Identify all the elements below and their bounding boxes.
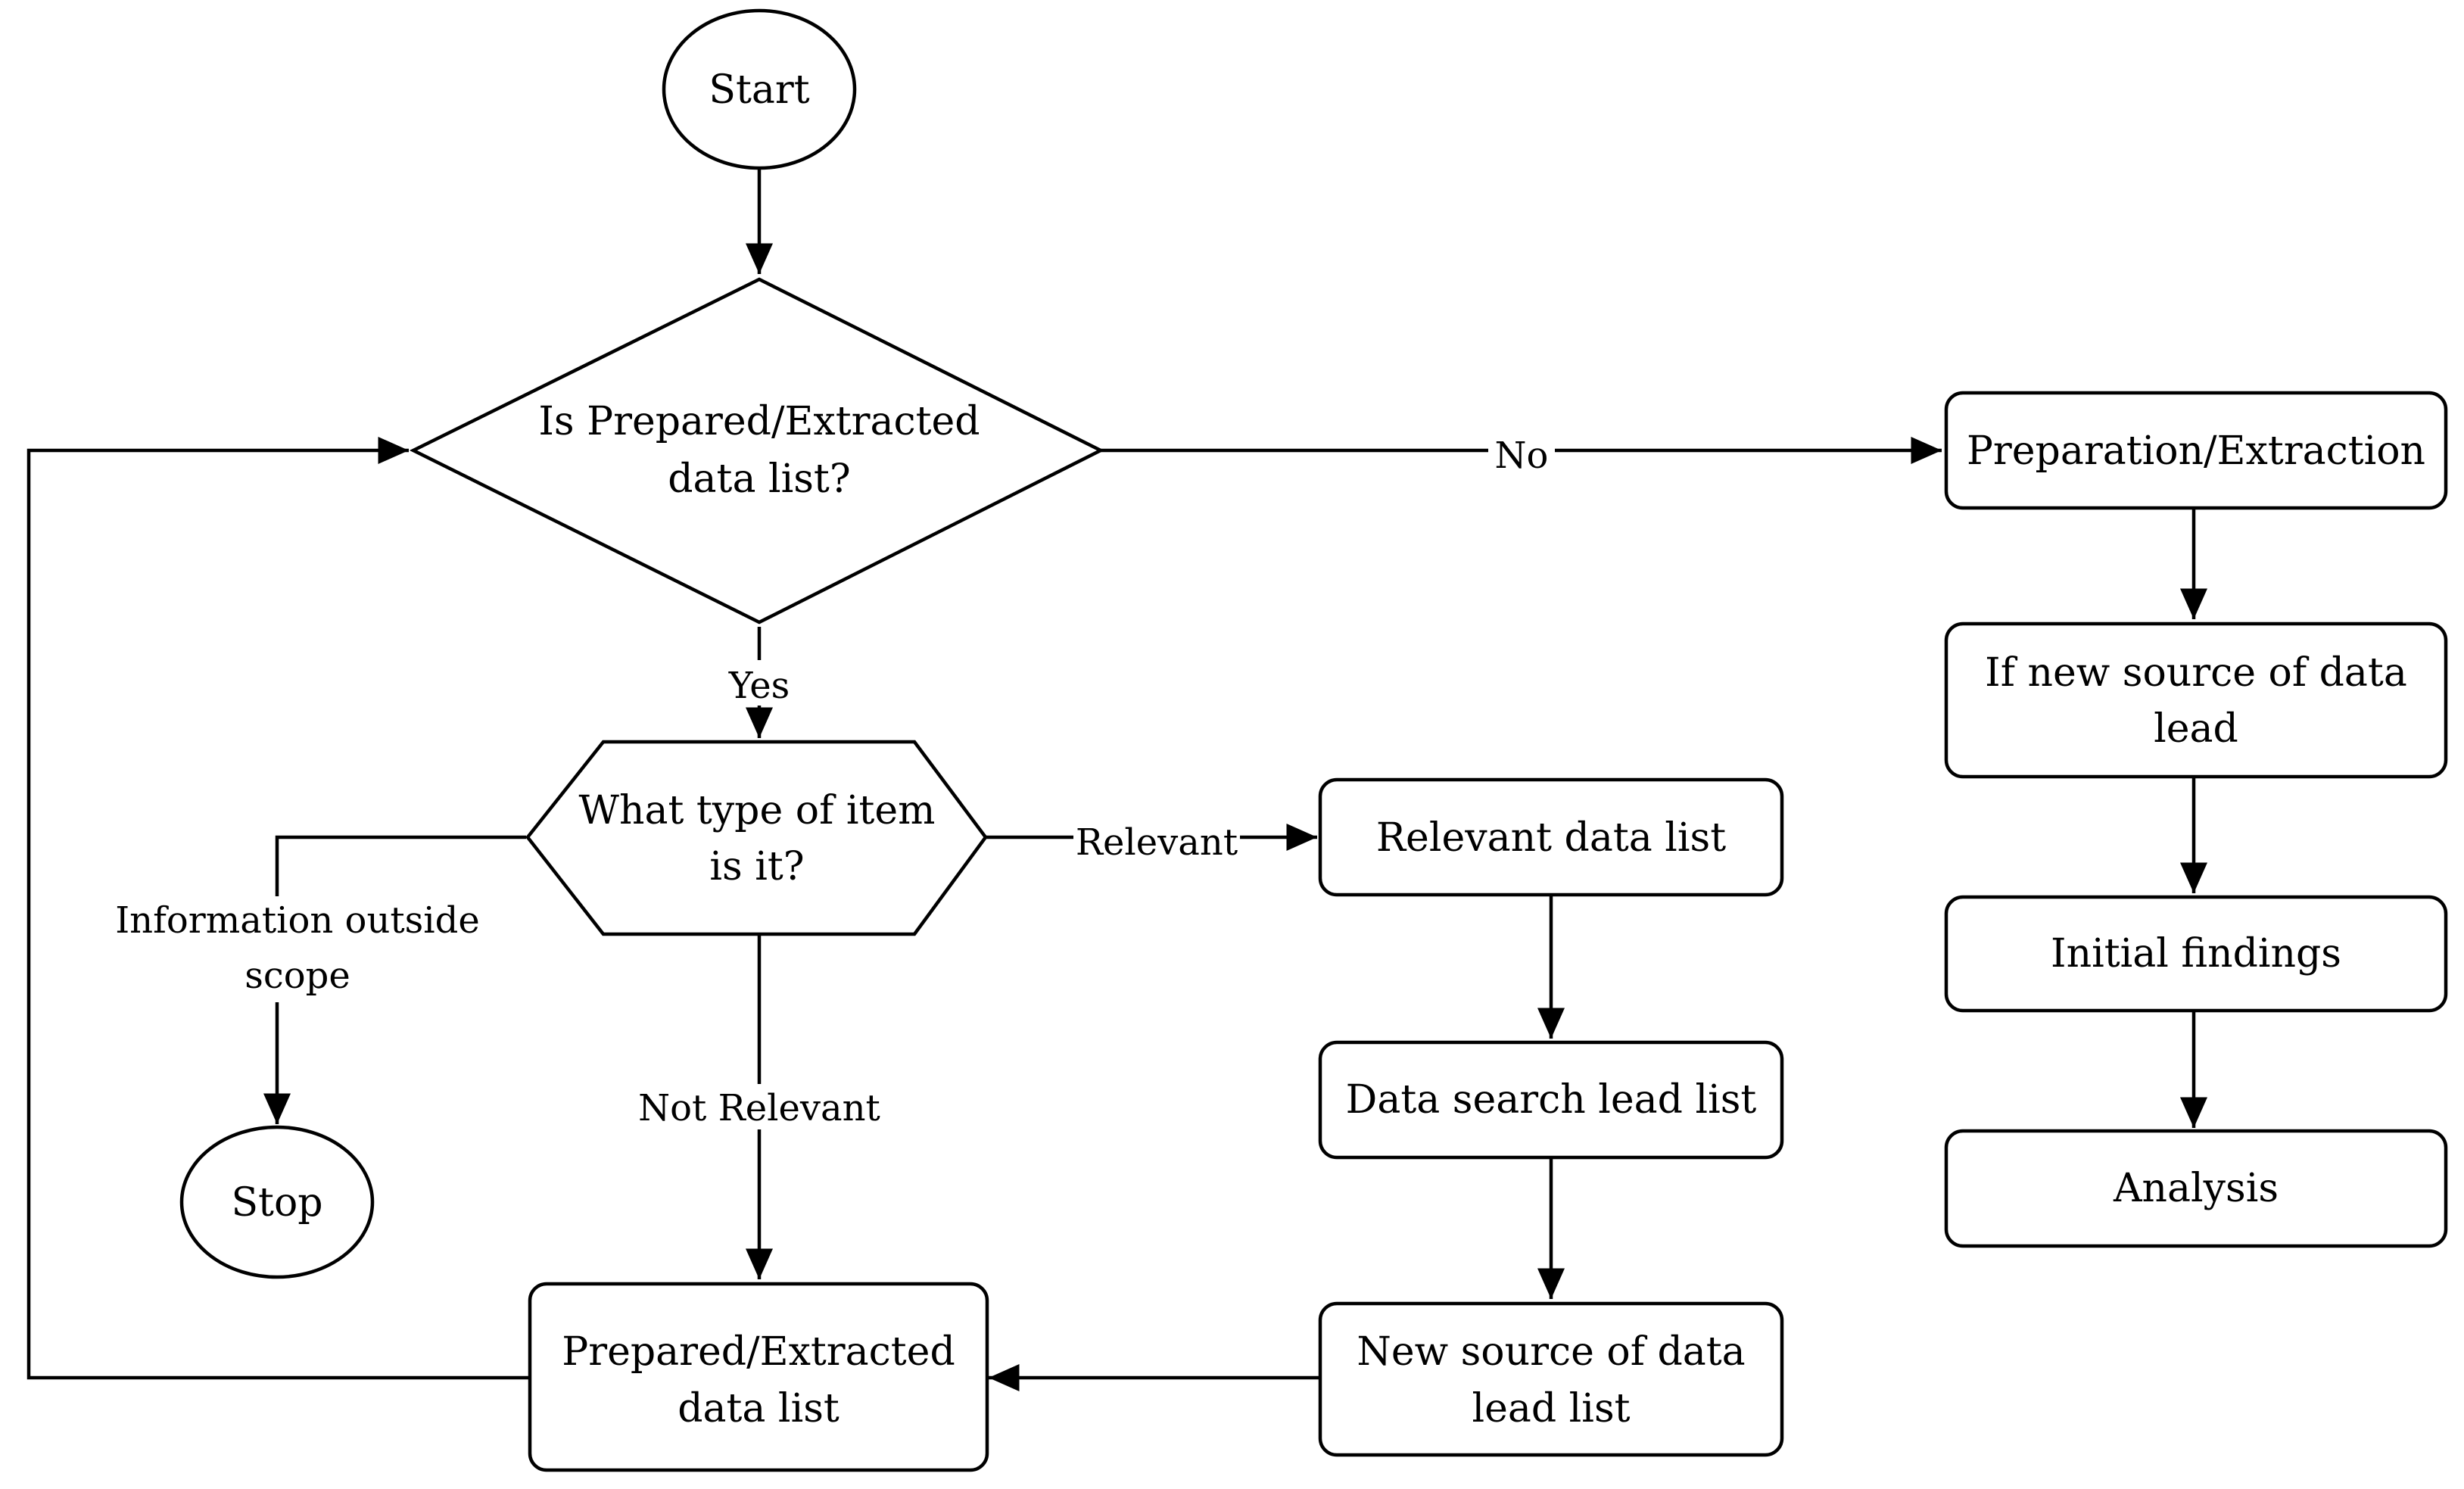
if-new-source-box: If new source of data lead — [1944, 621, 2448, 779]
edge-loop-back — [26, 437, 528, 1380]
decision-prepared-extracted: Is Prepared/Extracted data list? — [409, 277, 1105, 625]
svg-text:Relevant: Relevant — [1076, 821, 1238, 864]
edge-label-not-relevant: Not Relevant — [630, 1084, 889, 1129]
edge-type-outside-scope — [263, 835, 526, 1124]
svg-text:lead list: lead list — [1472, 1386, 1630, 1431]
svg-text:Not Relevant: Not Relevant — [638, 1087, 880, 1129]
svg-text:Preparation/Extraction: Preparation/Extraction — [1967, 428, 2425, 474]
svg-text:data list?: data list? — [668, 456, 850, 502]
start-node: Start — [662, 8, 857, 170]
svg-text:Start: Start — [709, 67, 809, 113]
svg-text:What type of item: What type of item — [579, 788, 936, 833]
edge-label-yes: Yes — [719, 660, 799, 707]
svg-text:Stop: Stop — [231, 1180, 322, 1226]
relevant-data-list-box: Relevant data list — [1318, 777, 1784, 897]
svg-text:Yes: Yes — [728, 665, 790, 707]
svg-text:Initial findings: Initial findings — [2051, 931, 2341, 977]
svg-text:is it?: is it? — [709, 844, 804, 889]
edge-label-relevant: Relevant — [1073, 818, 1240, 864]
prepared-extracted-list-box: Prepared/Extracted data list — [528, 1282, 989, 1472]
svg-text:Prepared/Extracted: Prepared/Extracted — [562, 1329, 955, 1375]
svg-text:lead: lead — [2154, 706, 2238, 752]
stop-node: Stop — [179, 1125, 375, 1279]
svg-text:Relevant data list: Relevant data list — [1376, 815, 1726, 861]
edge-label-outside-scope: Information outside scope — [107, 896, 486, 1002]
data-search-lead-list-box: Data search lead list — [1318, 1040, 1784, 1160]
edge-label-no: No — [1488, 430, 1555, 477]
analysis-box: Analysis — [1944, 1129, 2448, 1248]
svg-text:Information outside: Information outside — [115, 899, 480, 942]
svg-text:data list: data list — [678, 1386, 840, 1431]
svg-text:If new source of data: If new source of data — [1985, 650, 2407, 696]
new-source-lead-list-box: New source of data lead list — [1318, 1301, 1784, 1457]
svg-text:No: No — [1495, 435, 1549, 477]
decision-item-type: What type of item is it? — [525, 740, 988, 936]
initial-findings-box: Initial findings — [1944, 895, 2448, 1013]
svg-text:Analysis: Analysis — [2113, 1166, 2279, 1211]
svg-text:Data search lead list: Data search lead list — [1346, 1077, 1757, 1123]
svg-text:scope: scope — [245, 955, 350, 997]
preparation-extraction-box: Preparation/Extraction — [1944, 391, 2448, 510]
svg-text:New source of data: New source of data — [1357, 1329, 1745, 1375]
svg-text:Is Prepared/Extracted: Is Prepared/Extracted — [538, 399, 980, 444]
